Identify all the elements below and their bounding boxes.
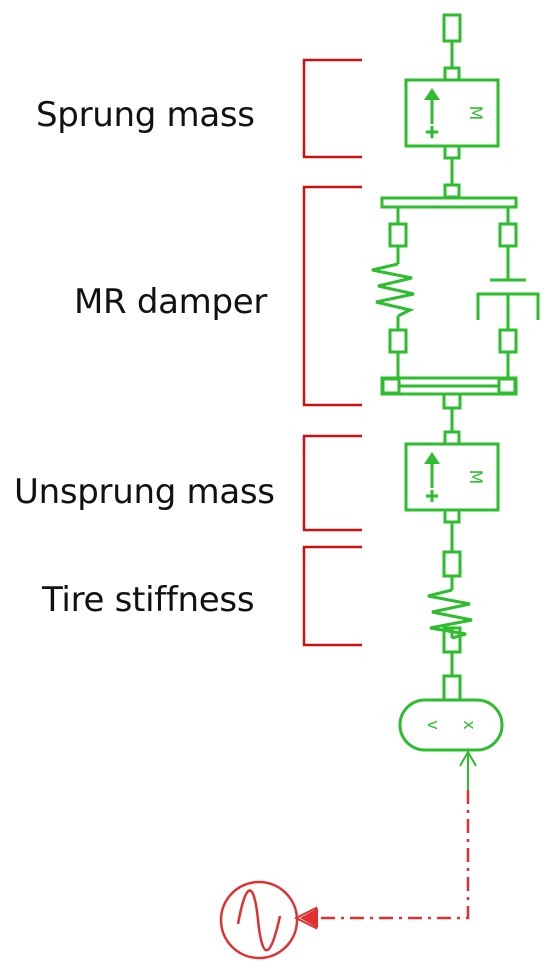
sprung-mass-letter: M <box>465 106 485 121</box>
damper-dashpot-icon <box>476 207 540 378</box>
source-letter-x: x <box>460 720 479 729</box>
input-signal-line <box>300 749 477 928</box>
bracket-mr-damper <box>302 185 362 407</box>
unsprung-mass-icon: M <box>404 442 500 552</box>
label-tire-stiffness: Tire stiffness <box>42 580 255 620</box>
sine-wave-source-icon <box>219 880 317 960</box>
link-damper-unsprung <box>442 392 462 446</box>
bracket-sprung-mass <box>302 58 362 159</box>
top-port <box>442 13 462 82</box>
sprung-mass-icon: M <box>404 78 500 199</box>
source-letter-v: v <box>424 720 443 729</box>
label-unsprung-mass: Unsprung mass <box>14 472 275 512</box>
bracket-unsprung-mass <box>302 434 362 532</box>
tire-spring-icon <box>427 550 473 702</box>
label-sprung-mass: Sprung mass <box>36 95 255 135</box>
bracket-tire-stiffness <box>302 545 362 647</box>
unsprung-mass-letter: M <box>465 470 485 485</box>
signal-output-arrow <box>300 908 318 928</box>
label-mr-damper: MR damper <box>74 282 268 322</box>
damper-spring-icon <box>371 207 415 378</box>
velocity-position-source-icon: v x <box>398 698 504 752</box>
